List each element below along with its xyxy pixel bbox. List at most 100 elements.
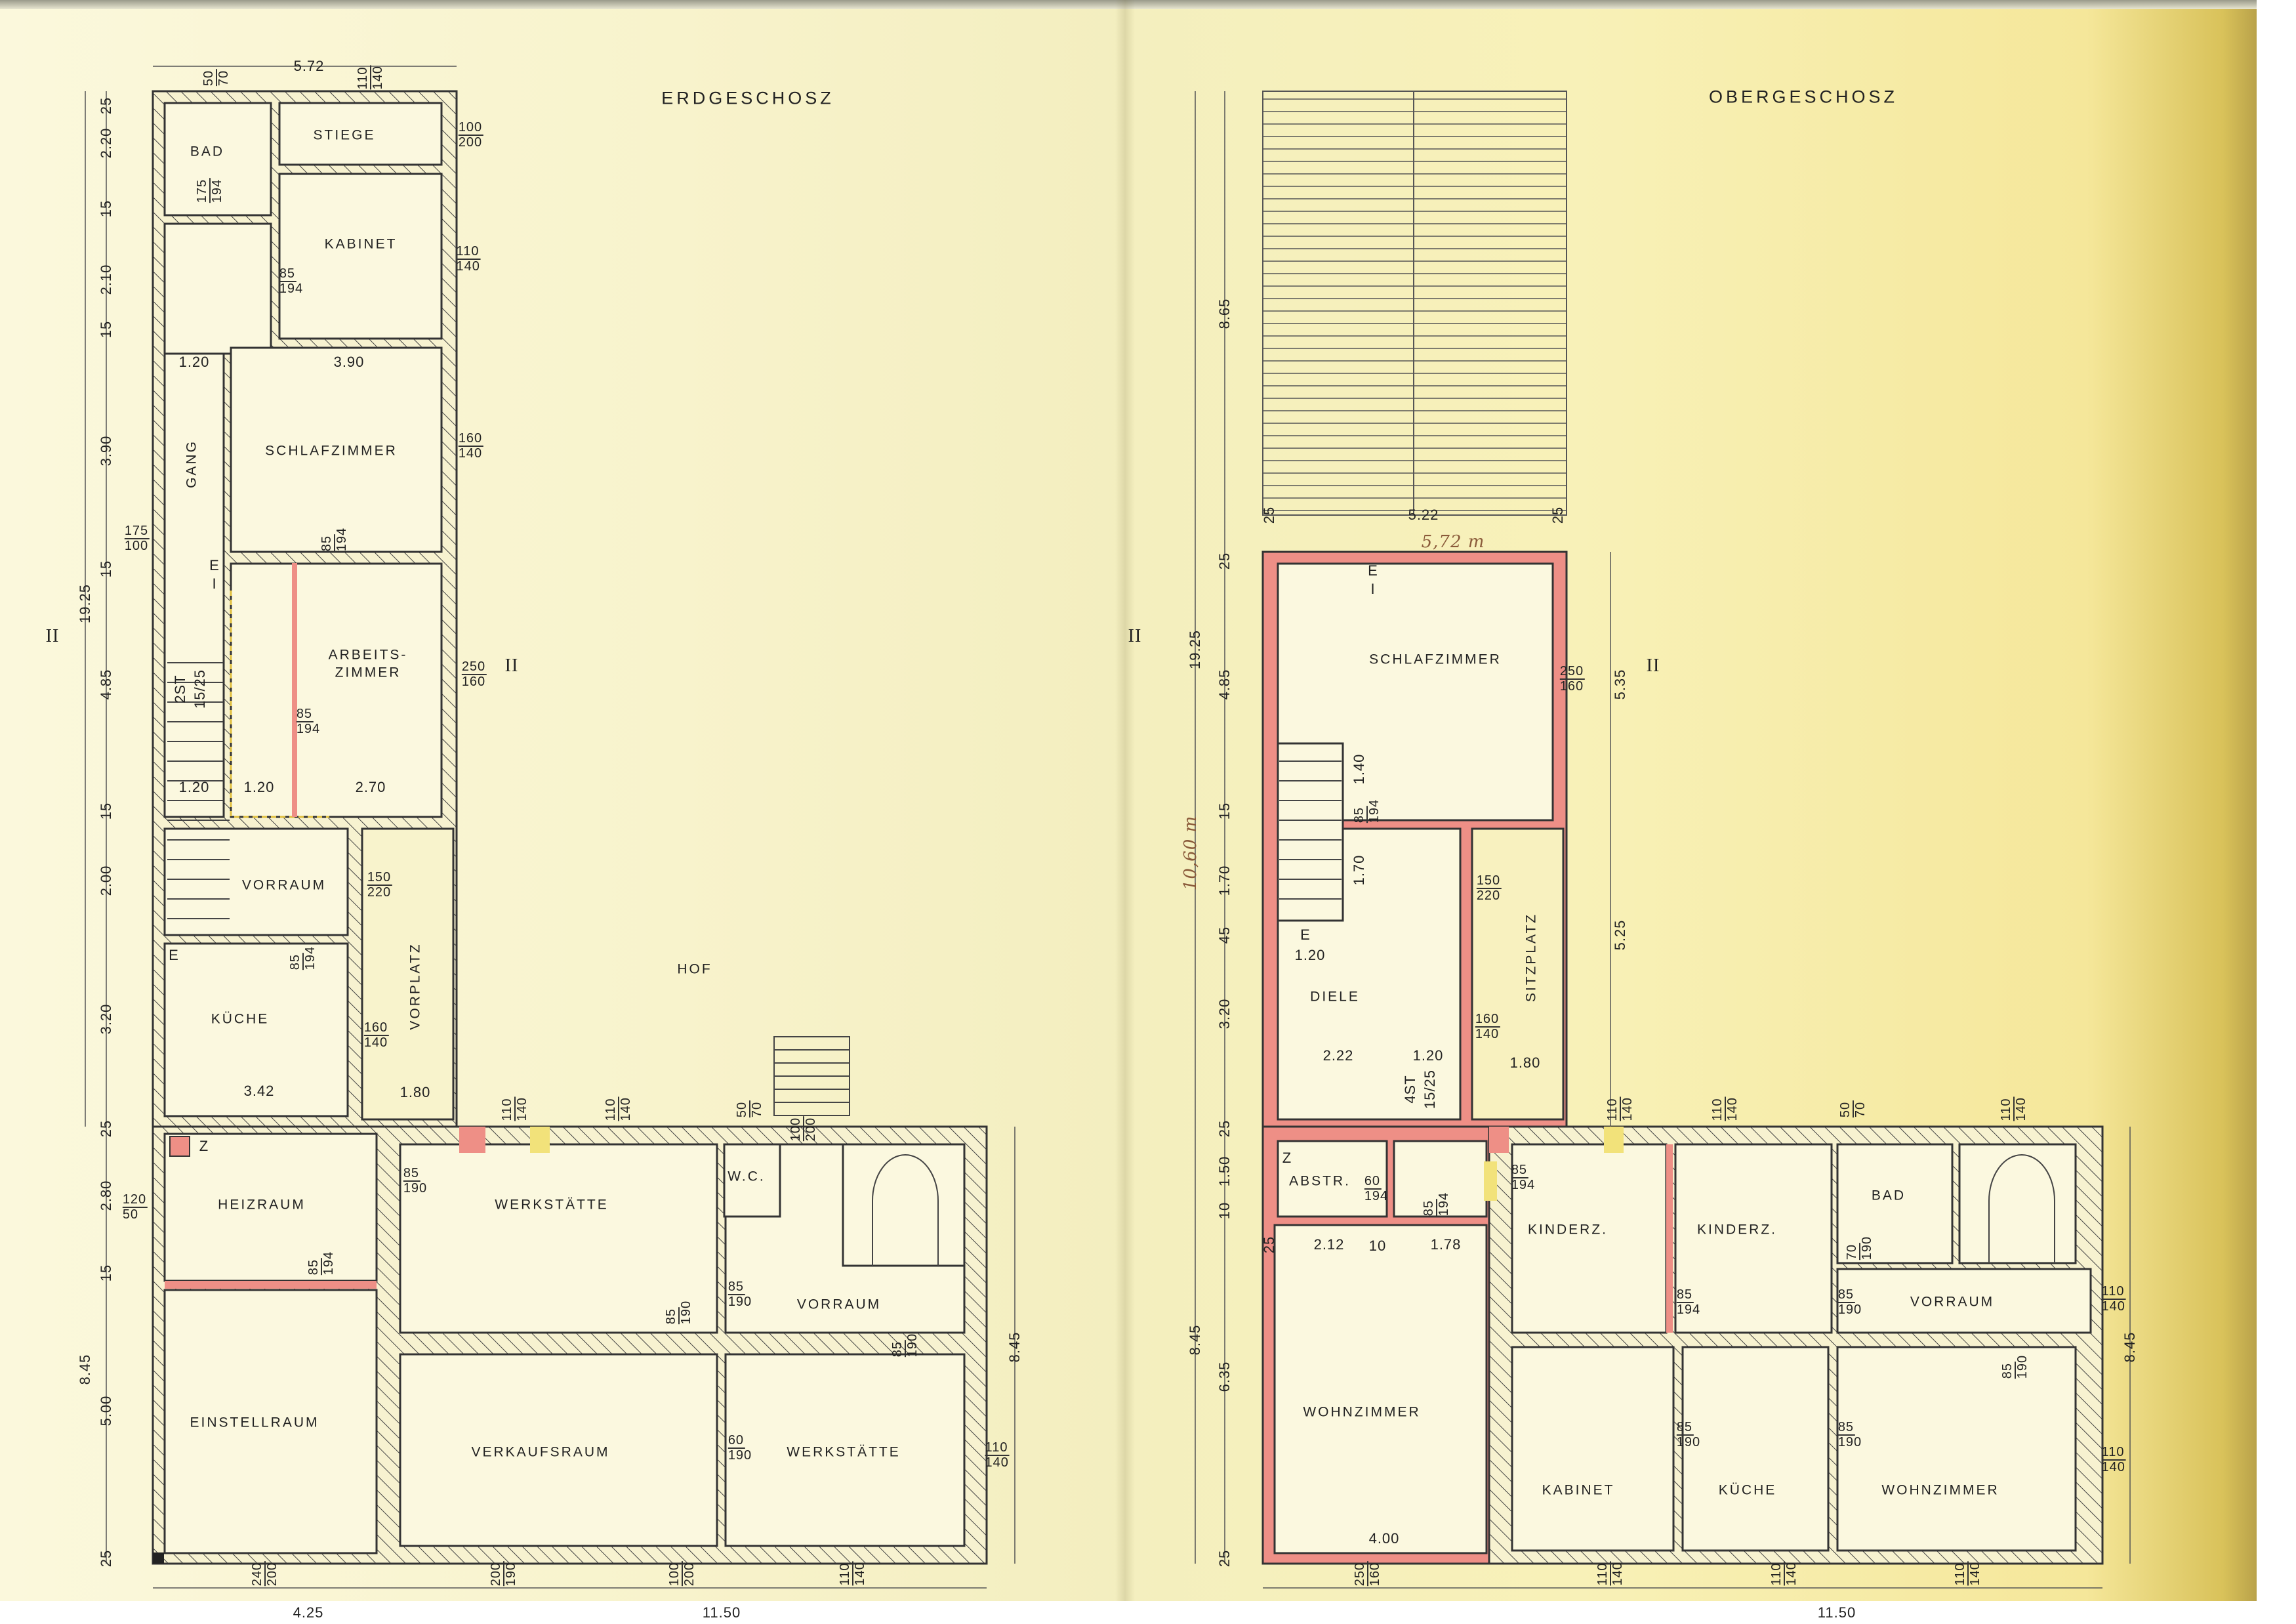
opening-height: 194 bbox=[279, 281, 304, 296]
eg-room-arbeitszimmer bbox=[230, 562, 443, 818]
book-gutter bbox=[1115, 0, 1135, 1601]
opening-height: 190 bbox=[1837, 1435, 1862, 1449]
opening-width: 175 bbox=[124, 524, 150, 539]
opening-width: 250 bbox=[1353, 1560, 1368, 1587]
opening-height: 194 bbox=[303, 946, 318, 970]
opening-height: 194 bbox=[296, 722, 321, 736]
dimension: 11.50 bbox=[702, 1604, 741, 1621]
dimension: 1.40 bbox=[1351, 753, 1367, 785]
dimension: 25 bbox=[1261, 506, 1277, 524]
opening-height: 200 bbox=[458, 135, 483, 150]
opening-width: 150 bbox=[1476, 873, 1502, 889]
opening-width: 85 bbox=[1511, 1163, 1529, 1178]
dimension: 3.20 bbox=[1216, 998, 1233, 1030]
opening-height: 190 bbox=[728, 1295, 752, 1309]
eg-vorplatz bbox=[361, 827, 455, 1121]
og-room-vorraum bbox=[1836, 1268, 2092, 1334]
opening-width: 110 bbox=[500, 1096, 516, 1121]
opening-width: 100 bbox=[789, 1115, 804, 1142]
room-label: SITZPLATZ bbox=[1523, 912, 1539, 1003]
og-room-schlafzimmer bbox=[1277, 562, 1554, 822]
opening-height: 140 bbox=[371, 66, 385, 90]
dimension: 25 bbox=[98, 96, 114, 115]
stair-count: 2ST bbox=[172, 675, 188, 703]
dimension: 8.65 bbox=[1216, 298, 1233, 329]
room-label: WERKSTÄTTE bbox=[495, 1197, 609, 1213]
og-room-bad bbox=[1836, 1143, 1954, 1264]
room-label: BAD bbox=[1871, 1188, 1906, 1203]
opening-height: 160 bbox=[1559, 679, 1584, 694]
symbol-label: E bbox=[169, 947, 179, 963]
room-label: KINDERZ. bbox=[1696, 1222, 1778, 1238]
stair-lines bbox=[167, 591, 2055, 1266]
opening-height: 194 bbox=[321, 1251, 336, 1276]
upper-floor-title: OBERGESCHOSZ bbox=[1708, 87, 1898, 107]
dimension: 4.85 bbox=[1216, 669, 1233, 700]
room-label: VORPLATZ bbox=[407, 942, 423, 1030]
dimension: 1.70 bbox=[1216, 865, 1233, 896]
opening-width: 85 bbox=[1676, 1287, 1694, 1303]
opening-width: 110 bbox=[1605, 1096, 1621, 1121]
opening-width: 60 bbox=[728, 1433, 746, 1449]
room-label: KABINET bbox=[1542, 1482, 1615, 1498]
opening-height: 194 bbox=[1367, 799, 1382, 823]
dimension: 15 bbox=[98, 199, 114, 218]
opening-width: 250 bbox=[1559, 664, 1586, 680]
opening-width: 200 bbox=[489, 1560, 504, 1587]
opening-height: 190 bbox=[1860, 1236, 1874, 1260]
eg-room-bad bbox=[163, 102, 272, 217]
room-label: KINDERZ. bbox=[1527, 1222, 1609, 1238]
opening-height: 140 bbox=[619, 1097, 633, 1121]
symbol-label: I bbox=[1370, 581, 1376, 597]
opening-width: 85 bbox=[1837, 1287, 1856, 1303]
eg-room-schlafzimmer bbox=[230, 346, 443, 553]
room-label: STIEGE bbox=[313, 127, 376, 143]
dimension: 15 bbox=[98, 560, 114, 578]
symbol-label: Z bbox=[199, 1138, 209, 1154]
dimension: 3.90 bbox=[98, 435, 114, 467]
dimension: 45 bbox=[1216, 926, 1233, 944]
eg-room-stiege bbox=[278, 102, 443, 166]
dimension: 2.20 bbox=[98, 127, 114, 159]
opening-width: 50 bbox=[201, 68, 217, 87]
room-label: ARBEITS- ZIMMER bbox=[328, 647, 408, 680]
opening-width: 160 bbox=[363, 1020, 390, 1036]
eg-room-werkstaette2 bbox=[724, 1353, 966, 1547]
dimension: 8.45 bbox=[77, 1354, 93, 1385]
symbol-label: Z bbox=[1282, 1150, 1292, 1166]
ground-floor-title: ERDGESCHOSZ bbox=[661, 88, 834, 108]
dimension: 4.25 bbox=[293, 1604, 324, 1621]
room-label: SCHLAFZIMMER bbox=[1369, 652, 1502, 667]
dimension: 1.80 bbox=[400, 1084, 431, 1100]
dimension: 5.25 bbox=[1612, 919, 1628, 951]
og-stairs bbox=[1277, 742, 1344, 922]
opening-height: 140 bbox=[1725, 1097, 1740, 1121]
opening-width: 175 bbox=[195, 177, 211, 203]
opening-width: 85 bbox=[664, 1306, 680, 1325]
opening-height: 140 bbox=[2101, 1460, 2125, 1474]
opening-height: 194 bbox=[1511, 1178, 1536, 1192]
room-label: WOHNZIMMER bbox=[1303, 1404, 1421, 1420]
symbol-label: E bbox=[209, 557, 220, 573]
